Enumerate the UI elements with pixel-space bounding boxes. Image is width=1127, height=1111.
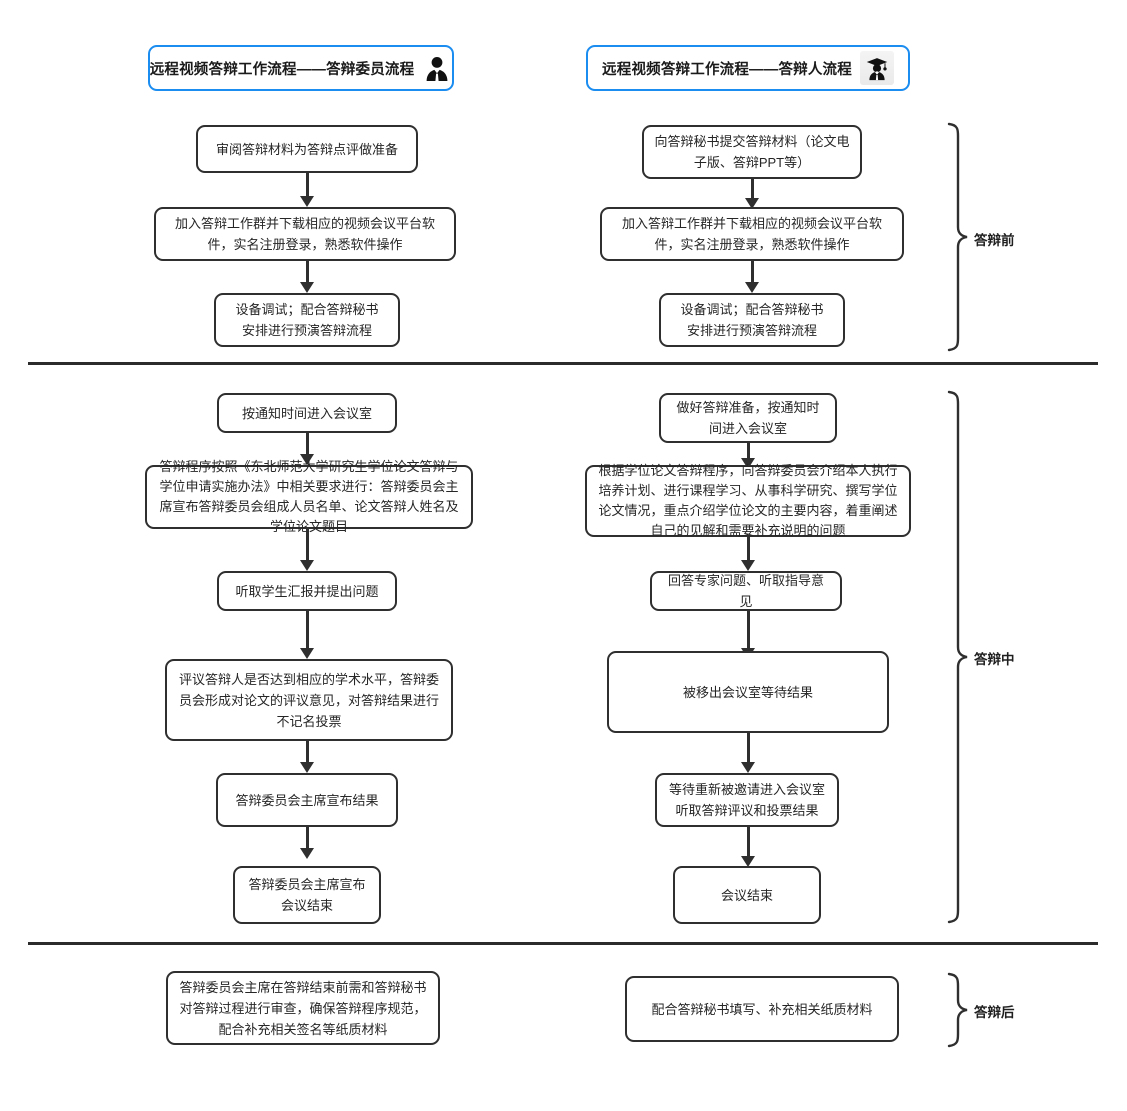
node-committee-during-4[interactable]: 评议答辩人是否达到相应的学术水平，答辩委 员会形成对论文的评议意见，对答辩结果进… (165, 659, 453, 741)
node-defender-during-2[interactable]: 根据学位论文答辩程序，向答辩委员会介绍本人执行 培养计划、进行课程学习、从事科学… (585, 463, 911, 538)
node-committee-before-2[interactable]: 加入答辩工作群并下载相应的视频会议平台软 件，实名注册登录，熟悉软件操作 (154, 207, 456, 261)
divider-before-during (28, 362, 1098, 365)
node-defender-during-5[interactable]: 等待重新被邀请进入会议室 听取答辩评议和投票结果 (655, 773, 839, 827)
arrow-defender-during-4-5 (741, 733, 755, 773)
node-defender-during-1[interactable]: 做好答辩准备，按通知时 间进入会议室 (659, 393, 837, 443)
node-committee-after-1[interactable]: 答辩委员会主席在答辩结束前需和答辩秘书 对答辩过程进行审查，确保答辩程序规范， … (166, 971, 440, 1045)
node-committee-during-5[interactable]: 答辩委员会主席宣布结果 (216, 773, 398, 827)
node-defender-during-4[interactable]: 被移出会议室等待结果 (607, 651, 889, 733)
node-committee-before-1[interactable]: 审阅答辩材料为答辩点评做准备 (196, 125, 418, 173)
arrow-committee-during-1-2 (300, 433, 314, 465)
node-defender-after-1[interactable]: 配合答辩秘书填写、补充相关纸质材料 (625, 976, 899, 1042)
header-title-committee: 远程视频答辩工作流程——答辩委员流程 (149, 61, 415, 78)
arrow-defender-before-2-3 (745, 261, 759, 293)
brace-before (946, 122, 970, 352)
header-title-defender: 远程视频答辩工作流程——答辩人流程 (602, 61, 852, 78)
arrow-committee-during-4-5 (300, 741, 314, 773)
node-committee-during-1[interactable]: 按通知时间进入会议室 (217, 393, 397, 433)
stage-label-after: 答辩后 (974, 1005, 1015, 1020)
node-defender-before-1[interactable]: 向答辩秘书提交答辩材料（论文电 子版、答辩PPT等） (642, 125, 862, 179)
arrow-defender-during-2-3 (741, 537, 755, 571)
node-committee-before-3[interactable]: 设备调试；配合答辩秘书 安排进行预演答辩流程 (214, 293, 400, 347)
brace-after (946, 972, 970, 1048)
node-committee-during-3[interactable]: 听取学生汇报并提出问题 (217, 571, 397, 611)
node-defender-during-6[interactable]: 会议结束 (673, 866, 821, 924)
divider-during-after (28, 942, 1098, 945)
node-defender-before-3[interactable]: 设备调试；配合答辩秘书 安排进行预演答辩流程 (659, 293, 845, 347)
arrow-committee-during-2-3 (300, 529, 314, 571)
arrow-defender-before-1-2 (745, 179, 759, 209)
arrow-committee-during-3-4 (300, 611, 314, 659)
arrow-defender-during-1-2 (741, 443, 755, 469)
business-person-icon (422, 53, 452, 83)
node-committee-during-6[interactable]: 答辩委员会主席宣布 会议结束 (233, 866, 381, 924)
arrow-committee-during-5-6 (300, 827, 314, 859)
header-pill-defender[interactable]: 远程视频答辩工作流程——答辩人流程 (586, 45, 910, 91)
header-pill-committee[interactable]: 远程视频答辩工作流程——答辩委员流程 (148, 45, 454, 91)
arrow-committee-before-2-3 (300, 261, 314, 293)
arrow-committee-before-1-2 (300, 173, 314, 207)
node-defender-during-3[interactable]: 回答专家问题、听取指导意见 (650, 571, 842, 611)
brace-during (946, 390, 970, 924)
node-defender-before-2[interactable]: 加入答辩工作群并下载相应的视频会议平台软 件，实名注册登录，熟悉软件操作 (600, 207, 904, 261)
node-committee-during-2[interactable]: 答辩程序按照《东北师范大学研究生学位论文答辩与 学位申请实施办法》中相关要求进行… (145, 459, 473, 534)
stage-label-before: 答辩前 (974, 233, 1015, 248)
graduate-person-icon (859, 51, 894, 85)
arrow-defender-during-5-6 (741, 827, 755, 867)
stage-label-during: 答辩中 (974, 652, 1015, 667)
